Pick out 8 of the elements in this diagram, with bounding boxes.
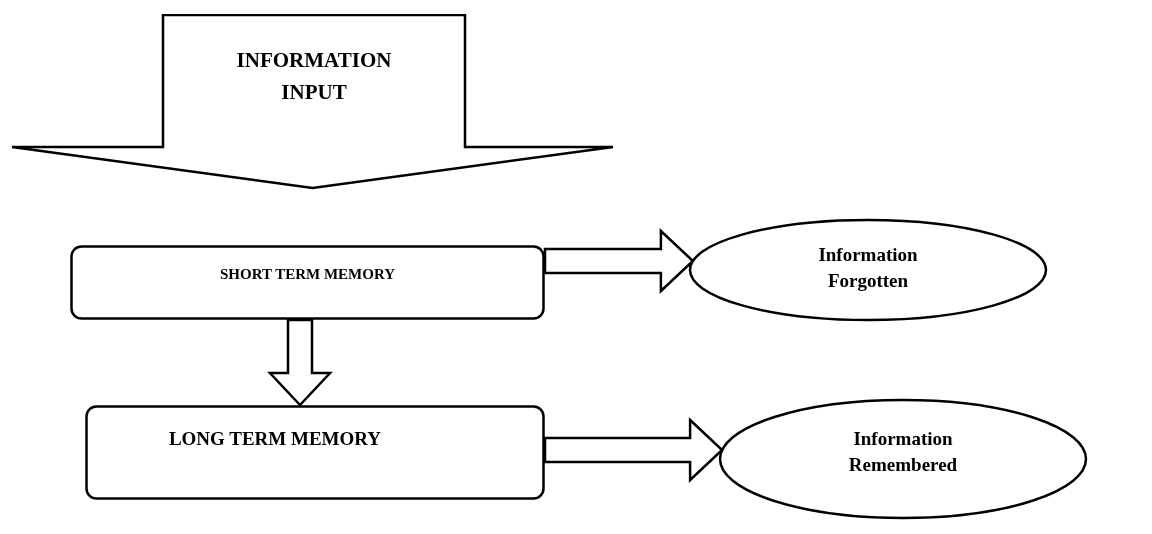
block-arrow <box>543 417 724 483</box>
block-arrow <box>543 228 695 294</box>
node-label: SHORT TERM MEMORY <box>218 265 397 284</box>
node-label: Information Remembered <box>847 427 959 477</box>
block-arrow <box>267 318 333 407</box>
node-label: LONG TERM MEMORY <box>167 427 383 451</box>
node-label: INFORMATION INPUT <box>235 47 393 106</box>
node-label: Information Forgotten <box>817 243 919 293</box>
